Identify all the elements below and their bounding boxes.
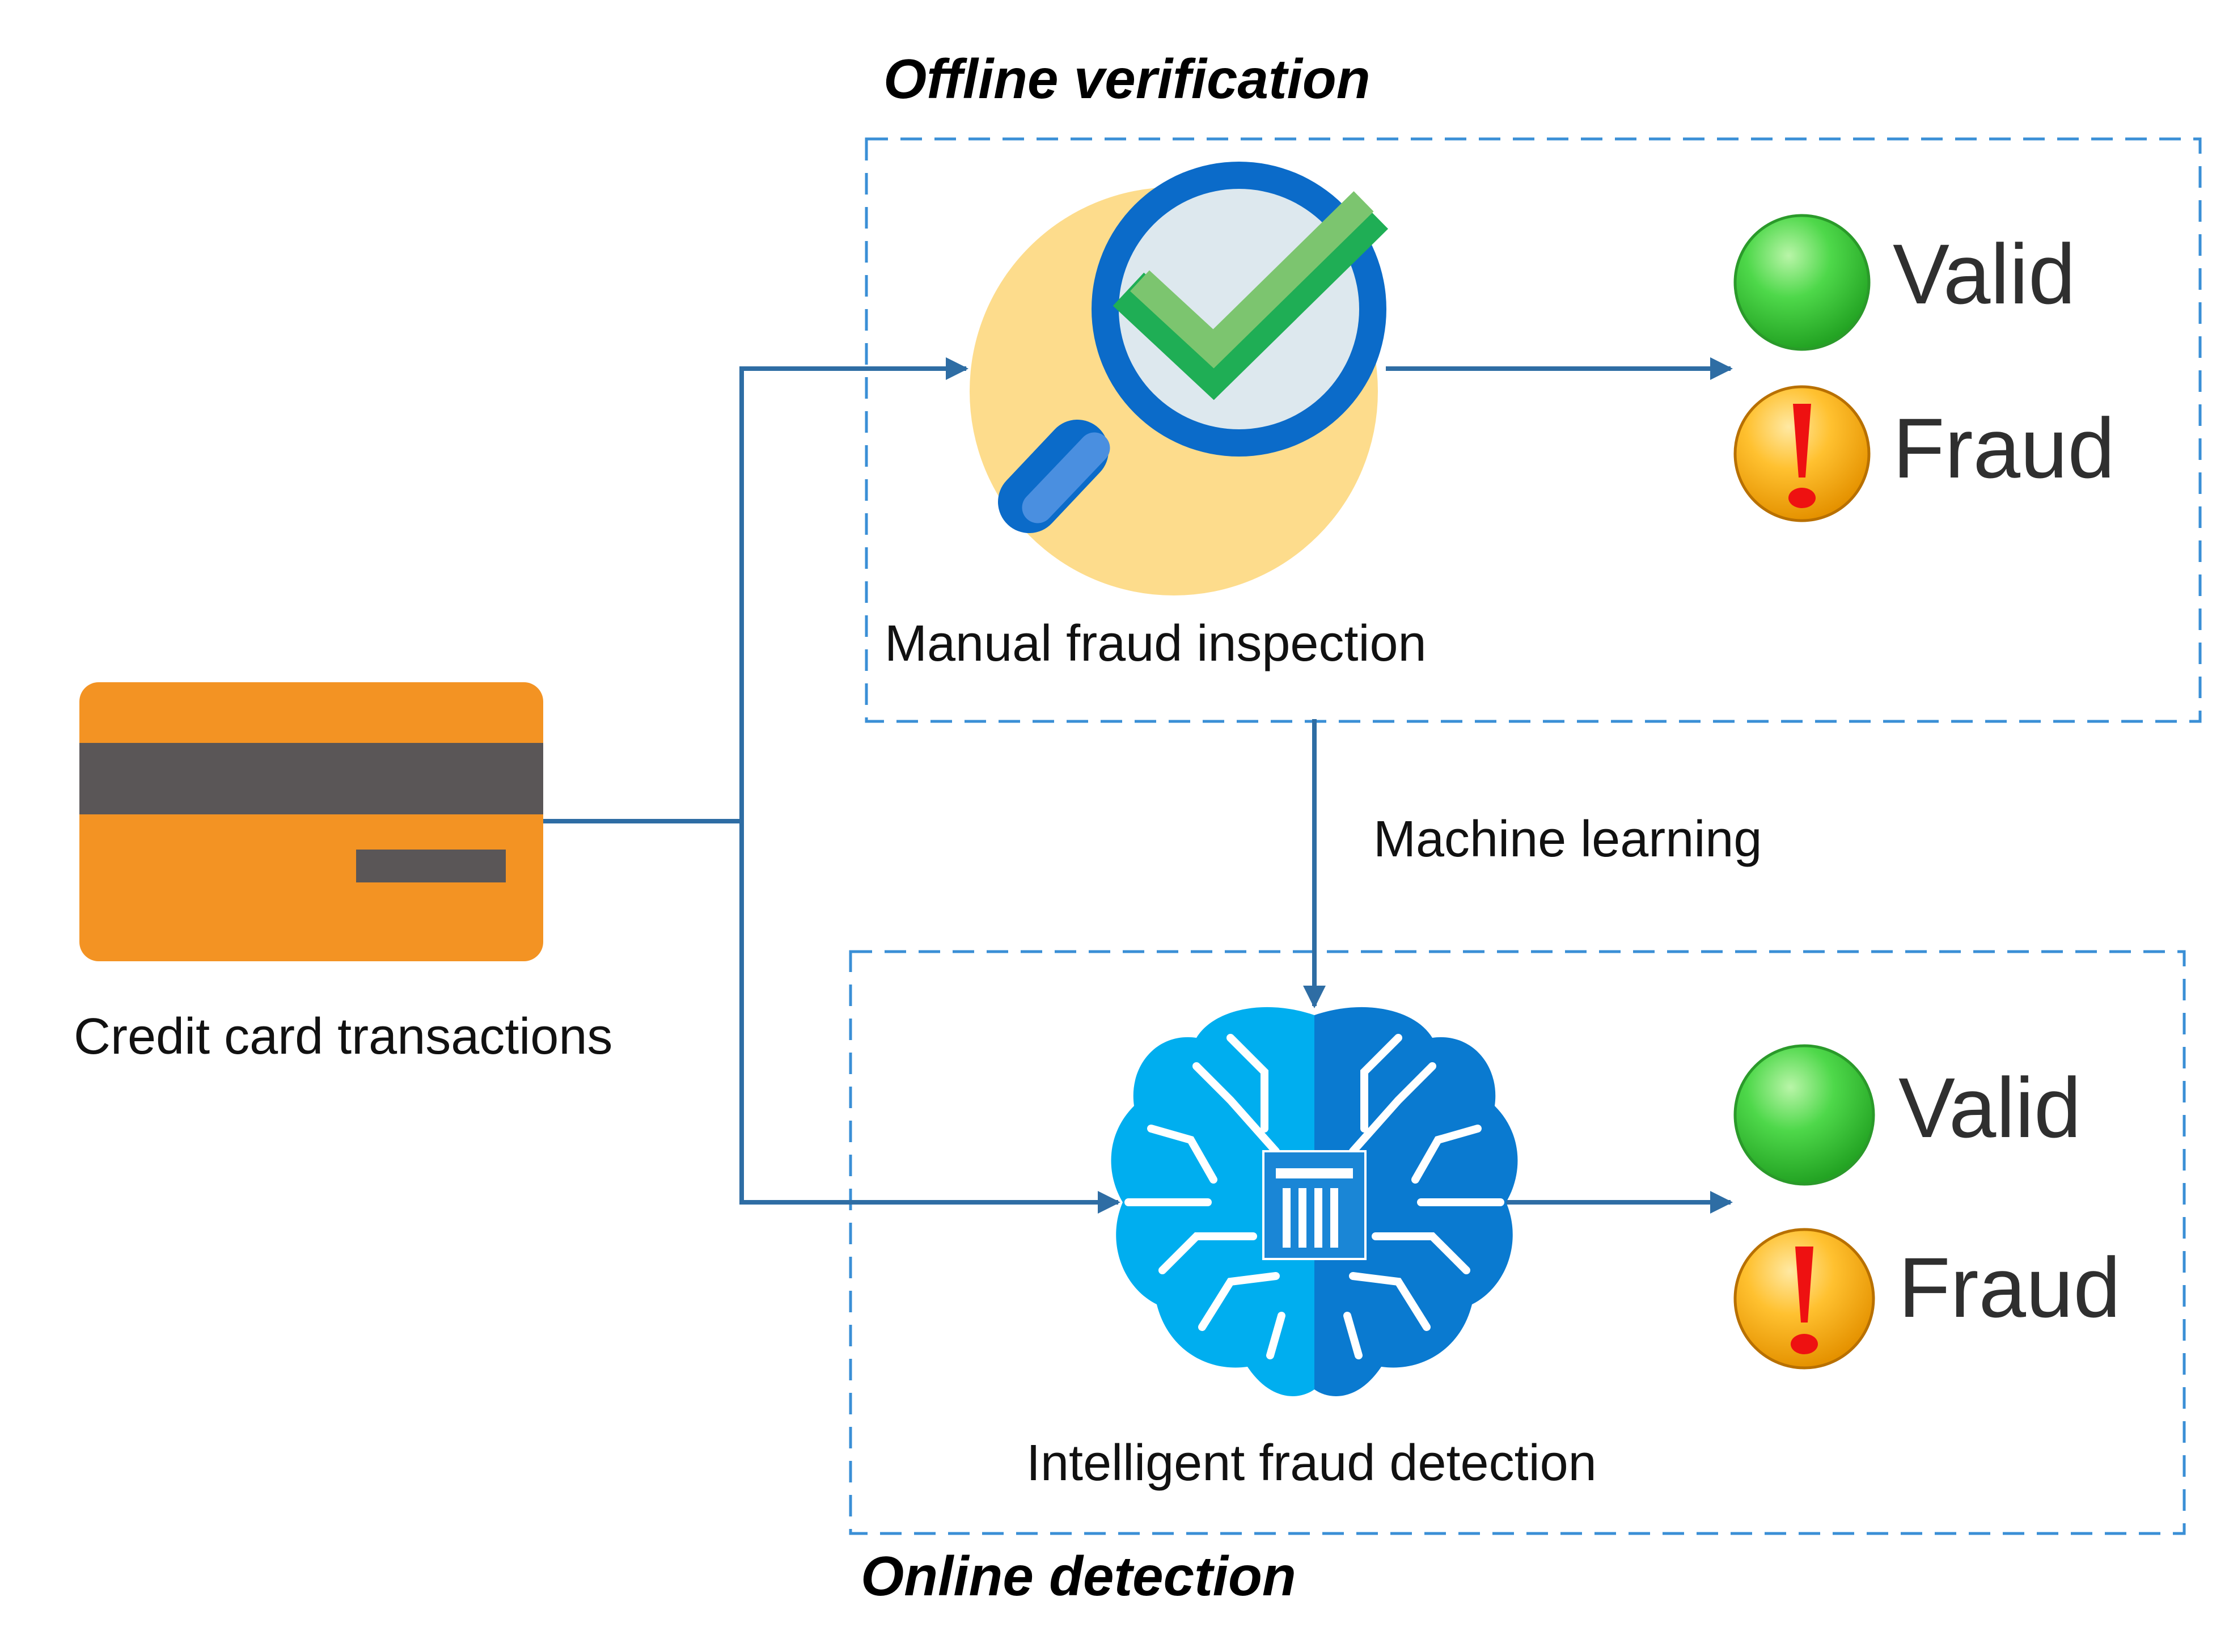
intelligent-detection-label: Intelligent fraud detection	[1026, 1435, 1597, 1492]
online-detection-box	[849, 950, 2186, 1535]
offline-valid-indicator	[1733, 214, 1871, 351]
online-valid-indicator	[1733, 1044, 1875, 1186]
credit-card-icon	[79, 682, 543, 961]
online-section-title: Online detection	[861, 1545, 1296, 1607]
offline-valid-label: Valid	[1893, 226, 2075, 322]
online-fraud-label: Fraud	[1898, 1240, 2121, 1335]
offline-fraud-label: Fraud	[1893, 400, 2115, 496]
manual-inspection-label: Manual fraud inspection	[885, 615, 1427, 672]
machine-learning-label: Machine learning	[1373, 811, 1762, 868]
magnifier-check-icon	[970, 162, 1389, 595]
offline-verification-box	[865, 137, 2202, 723]
online-fraud-indicator	[1733, 1228, 1875, 1370]
offline-fraud-indicator	[1733, 385, 1871, 522]
online-valid-label: Valid	[1898, 1060, 2081, 1155]
green-circle-icon	[1733, 214, 1871, 351]
credit-card-label: Credit card transactions	[74, 1008, 612, 1065]
brain-chip-icon	[1111, 1007, 1518, 1396]
green-circle-icon	[1733, 1044, 1875, 1186]
connectors	[542, 357, 1733, 1214]
offline-section-title: Offline verification	[883, 48, 1371, 110]
